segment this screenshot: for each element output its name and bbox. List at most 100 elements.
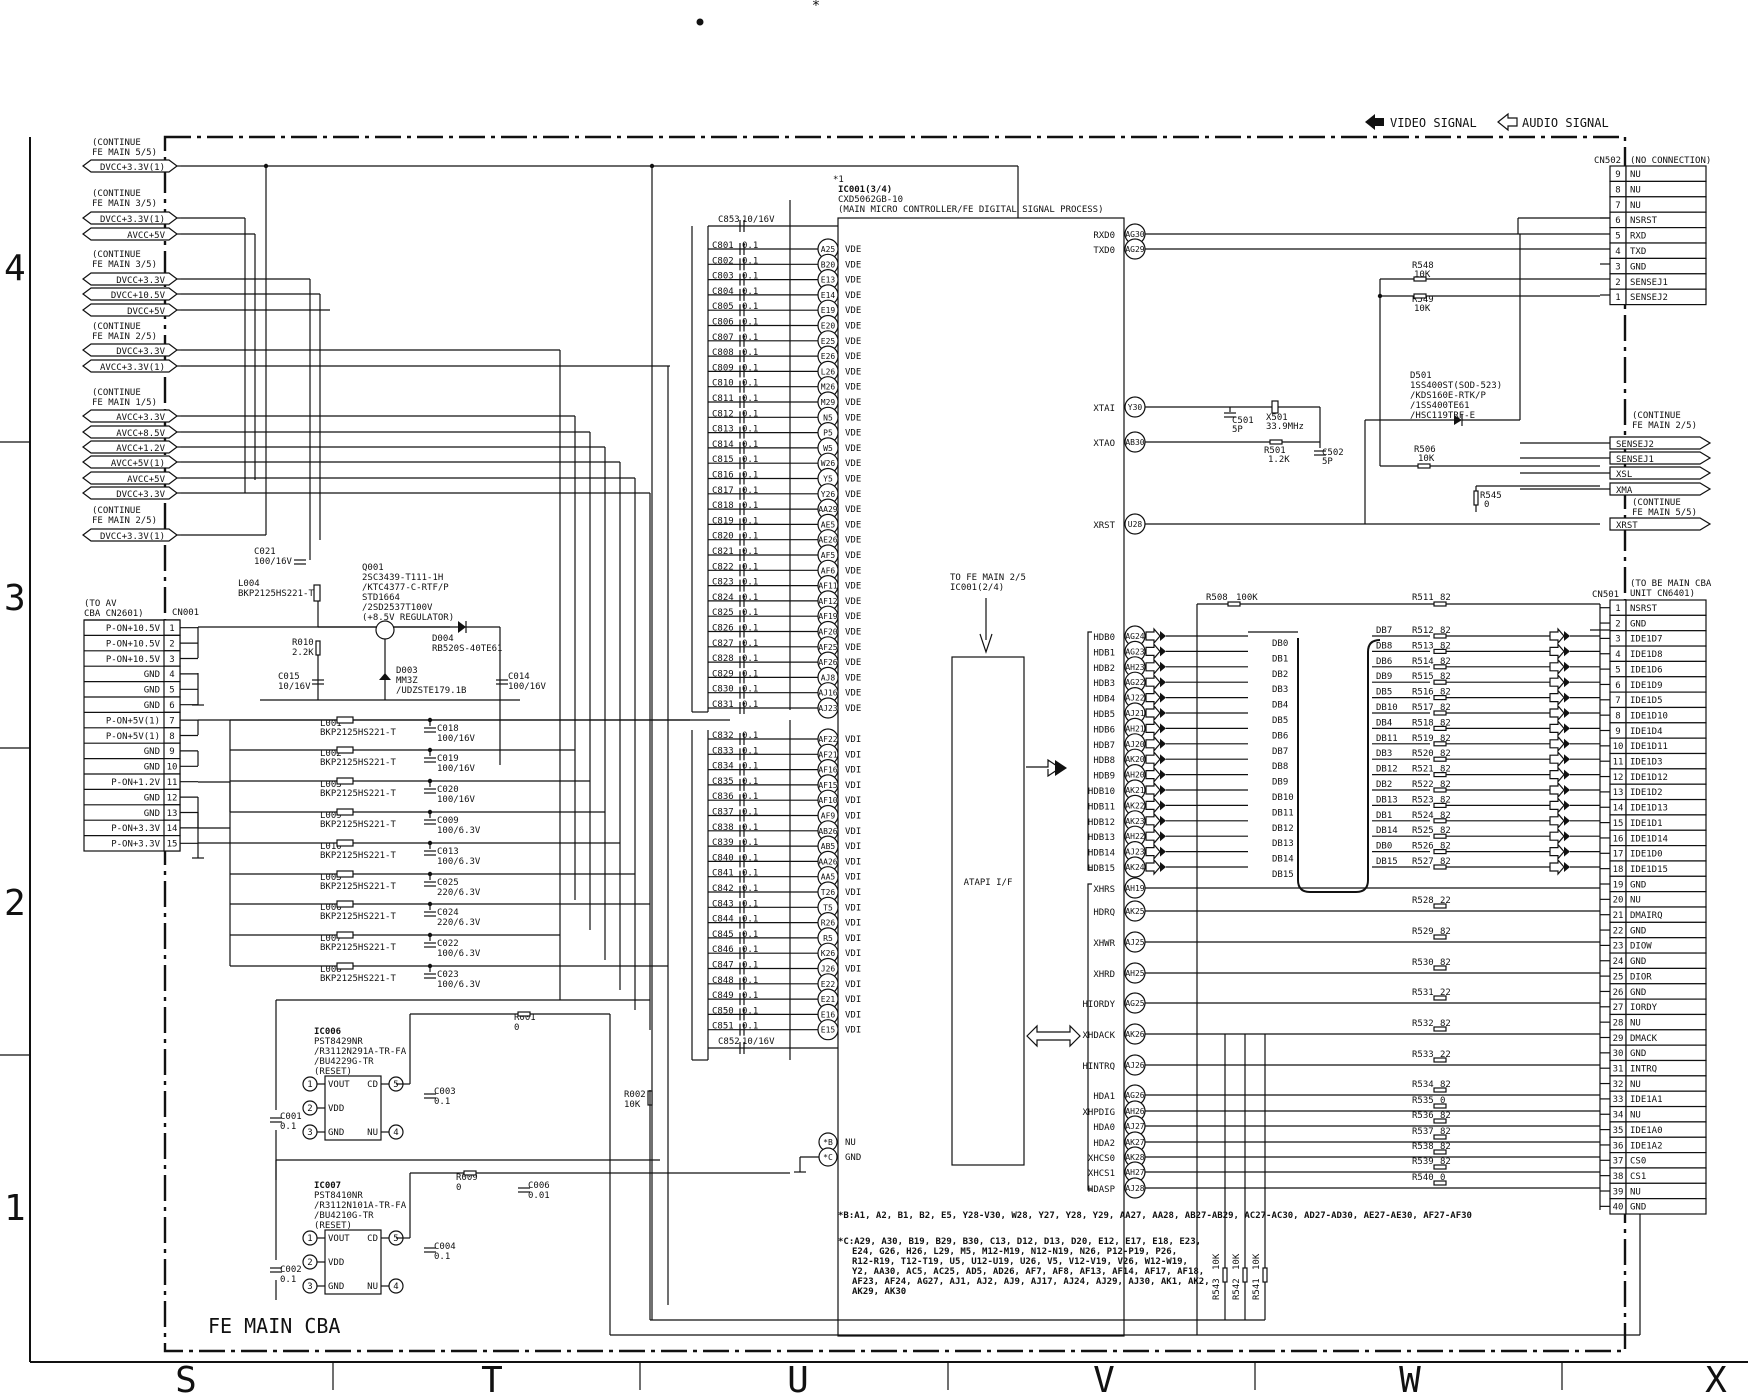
cn501-pin-name-28: DMACK <box>1630 1034 1658 1044</box>
r-db-val-10: 82 <box>1440 780 1451 790</box>
hdb-arrow-11 <box>1145 796 1161 815</box>
r-db-val-1: 82 <box>1440 641 1451 651</box>
coil-ref-0: L001 <box>320 719 342 729</box>
ic006-pinname-1: VDD <box>328 1104 344 1114</box>
cn001-pin-name-8: GND <box>144 747 160 757</box>
vde-label-26: VDE <box>845 643 861 653</box>
ic007-pinnum-1: 2 <box>307 1258 312 1268</box>
r511-val: 82 <box>1440 593 1451 603</box>
cn001-pin-num-12: 13 <box>167 809 178 819</box>
r-ctl-4 <box>1433 1026 1447 1032</box>
right-flag-3 <box>1609 482 1712 496</box>
ide-arrow-13 <box>1564 831 1570 842</box>
ide-arrow-11 <box>1549 796 1565 815</box>
cn501-pin-name-37: CS1 <box>1630 1172 1646 1182</box>
cn501-pin-num-12: 13 <box>1613 788 1624 798</box>
cn001-pin-num-9: 10 <box>167 763 178 773</box>
audio-signal-icon <box>1497 112 1518 132</box>
coil-cap-ref-3: C009 <box>437 816 459 826</box>
c015-val: 10/16V <box>278 682 311 692</box>
vde-cap-ref-1: C802 <box>712 256 734 266</box>
vdi-pin-id-14: K26 <box>821 949 836 958</box>
hdb-arrow-14 <box>1145 842 1161 861</box>
cn501-pin-num-16: 17 <box>1613 850 1624 860</box>
q001-ref: Q001 <box>362 563 384 573</box>
vde-cap-ref-14: C815 <box>712 455 734 465</box>
r-db-val-3: 82 <box>1440 672 1451 682</box>
ic007-pinnum-3: 5 <box>393 1234 398 1244</box>
vdi-cap-ref-6: C838 <box>712 823 734 833</box>
cn001-pin-name-10: P-ON+1.2V <box>111 778 160 788</box>
to-fe-arrow <box>979 598 993 654</box>
vdi-cap-val-14: 0.1 <box>742 945 758 955</box>
vde-cap-val-19: 0.1 <box>742 532 758 542</box>
r-ctl-val-7: 0 <box>1440 1096 1445 1106</box>
cn502-ref: CN502 <box>1594 156 1621 166</box>
vde-cap-val-12: 0.1 <box>742 425 758 435</box>
hdb-pin-id-15: AK24 <box>1125 863 1144 872</box>
star-mark: * <box>812 0 820 14</box>
hdb-pin-name-7: HDB7 <box>1093 741 1115 751</box>
vde-pin-id-23: AF12 <box>818 597 837 606</box>
vde-label-4: VDE <box>845 306 861 316</box>
hdb-arrow-11 <box>1160 800 1166 811</box>
vde-cap-val-25: 0.1 <box>742 624 758 634</box>
vde-label-24: VDE <box>845 612 861 622</box>
vdi-pin-id-5: AF9 <box>821 812 836 821</box>
ctl-pin-id-0: AH19 <box>1125 884 1144 893</box>
r001-ref: R001 <box>514 1013 536 1023</box>
vde-pin-id-29: AJ16 <box>818 689 837 698</box>
ic001-star: *1 <box>833 175 844 185</box>
coil-cap-ref-6: C024 <box>437 908 459 918</box>
ic001-desc: (MAIN MICRO CONTROLLER/FE DIGITAL SIGNAL… <box>838 205 1104 215</box>
r-ctl-ref-7: R535 <box>1412 1096 1434 1106</box>
r-ctl-1 <box>1433 934 1447 940</box>
r-ctl-val-9: 82 <box>1440 1127 1451 1137</box>
ic006-pinnum-4: 4 <box>393 1128 398 1138</box>
vde-cap-ref-19: C820 <box>712 532 734 542</box>
bottom-pin-id-0: *B <box>823 1138 833 1147</box>
c003-val: 0.1 <box>434 1097 450 1107</box>
vdi-cap-val-16: 0.1 <box>742 976 758 986</box>
power-net-4-0: AVCC+3.3V <box>116 413 165 423</box>
hdb-pin-name-4: HDB4 <box>1093 695 1115 705</box>
continue-ref-2: FE MAIN 3/5) <box>92 260 157 270</box>
cn001-src1: (TO AV <box>84 599 117 609</box>
ctl-pin-id-2: AJ25 <box>1125 938 1144 947</box>
vde-cap-ref-27: C828 <box>712 654 734 664</box>
cn501-pin-name-13: IDE1D13 <box>1630 804 1668 814</box>
hdb-arrow-3 <box>1160 677 1166 688</box>
r-ctl-6 <box>1433 1087 1447 1093</box>
db-out-6: DB4 <box>1376 718 1392 728</box>
vdi-cap-ref-18: C850 <box>712 1006 734 1016</box>
vde-label-22: VDE <box>845 582 861 592</box>
vde-pin-30 <box>817 697 839 719</box>
junction-dot <box>427 747 433 753</box>
ic001-rpin-name-1: TXD0 <box>1093 246 1115 256</box>
ide-arrow-1 <box>1549 642 1565 661</box>
c006-val: 0.01 <box>528 1191 550 1201</box>
vde-cap-ref-30: C831 <box>712 700 734 710</box>
vde-label-30: VDE <box>845 704 861 714</box>
r542-ref: R542 <box>1232 1278 1242 1300</box>
cn001-pin-num-1: 2 <box>169 639 174 649</box>
r-db-ref-11: R523 <box>1412 795 1434 805</box>
cn501-pin-name-24: DIOR <box>1630 972 1652 982</box>
cn501-pin-num-0: 1 <box>1615 604 1620 614</box>
r-ctl-val-6: 82 <box>1440 1080 1451 1090</box>
r549 <box>1413 293 1427 299</box>
junction-dot <box>263 163 269 169</box>
cn501-pin-num-7: 8 <box>1615 711 1620 721</box>
ctl-pin-id-3: AH25 <box>1125 969 1144 978</box>
cn501-pin-name-27: NU <box>1630 1018 1641 1028</box>
ide-arrow-8 <box>1549 750 1565 768</box>
vdi-cap-val-13: 0.1 <box>742 930 758 940</box>
vdi-pin-19 <box>817 1019 839 1041</box>
hdb-pin-name-8: HDB8 <box>1093 756 1115 766</box>
cn502-pin-name-7: SENSEJ1 <box>1630 278 1668 288</box>
r-db-6 <box>1433 725 1447 732</box>
cn501-pin-name-21: GND <box>1630 926 1646 936</box>
bottom-pin-id-1: *C <box>823 1153 833 1162</box>
vde-pin-id-18: AE5 <box>821 520 836 529</box>
cn501-pin-num-21: 22 <box>1613 926 1624 936</box>
